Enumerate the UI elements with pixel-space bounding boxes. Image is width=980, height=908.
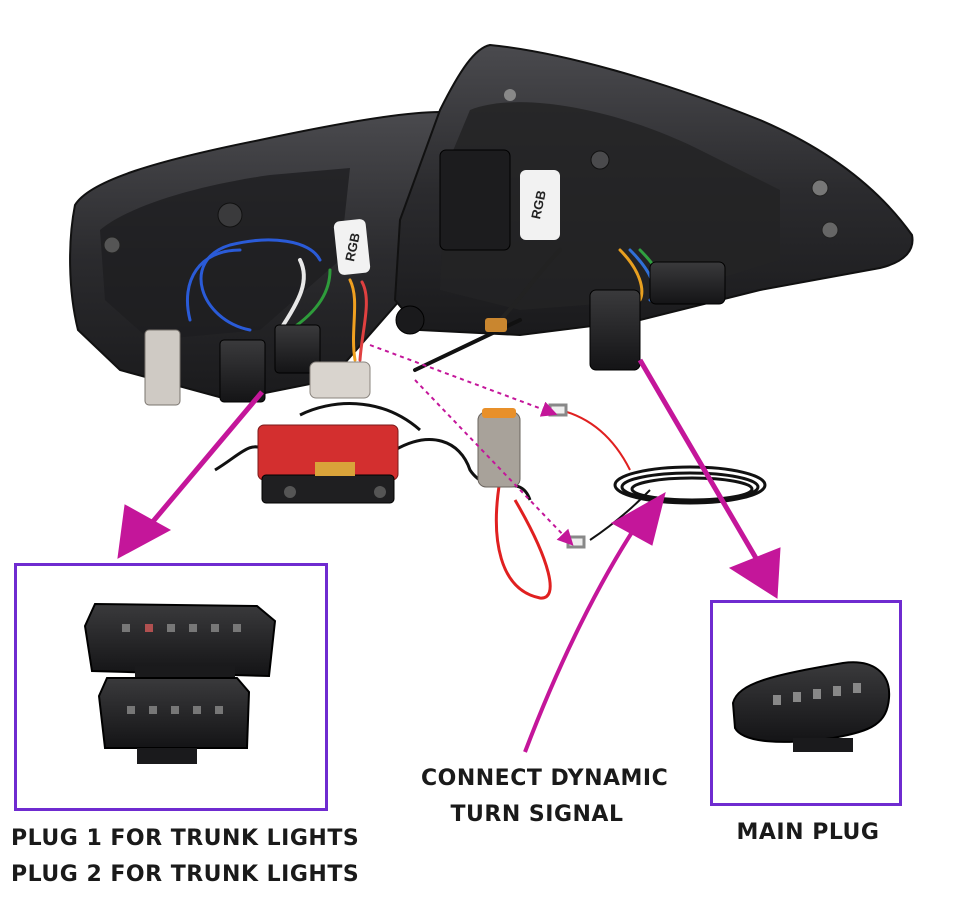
trunk-plug-2	[97, 666, 251, 764]
main-plug-photo	[731, 661, 891, 752]
trunk-plug-1	[83, 602, 277, 678]
arrow-to-turn-signal	[610, 491, 666, 546]
coiled-cable	[548, 403, 767, 549]
trunk-plugs-photo	[83, 602, 277, 764]
pointer-arrows	[117, 358, 781, 753]
main-plug-on-lamp	[485, 261, 726, 371]
main-plug-inset	[710, 600, 902, 806]
rgb-badge-right: RGB	[528, 189, 549, 220]
left-tail-light-housing: RGB	[69, 110, 457, 402]
left-connectors	[144, 324, 371, 406]
turn-signal-connector	[477, 408, 552, 600]
trunk-plugs-inset	[14, 563, 328, 811]
caption-turn-signal: TURN SIGNAL	[450, 802, 624, 827]
arrow-to-main-plug	[728, 547, 781, 599]
rgb-badge-left: RGB	[342, 231, 363, 262]
caption-plug-1: PLUG 1 FOR TRUNK LIGHTS	[11, 826, 360, 851]
caption-connect-dynamic: CONNECT DYNAMIC	[421, 766, 669, 791]
caption-main-plug: MAIN PLUG	[736, 820, 880, 845]
dashed-pointer-lines	[369, 344, 574, 546]
arrow-to-trunk-plugs	[117, 504, 172, 559]
caption-plug-2: PLUG 2 FOR TRUNK LIGHTS	[11, 862, 360, 887]
right-tail-light-housing: RGB	[393, 43, 914, 337]
left-wiring	[185, 238, 368, 362]
